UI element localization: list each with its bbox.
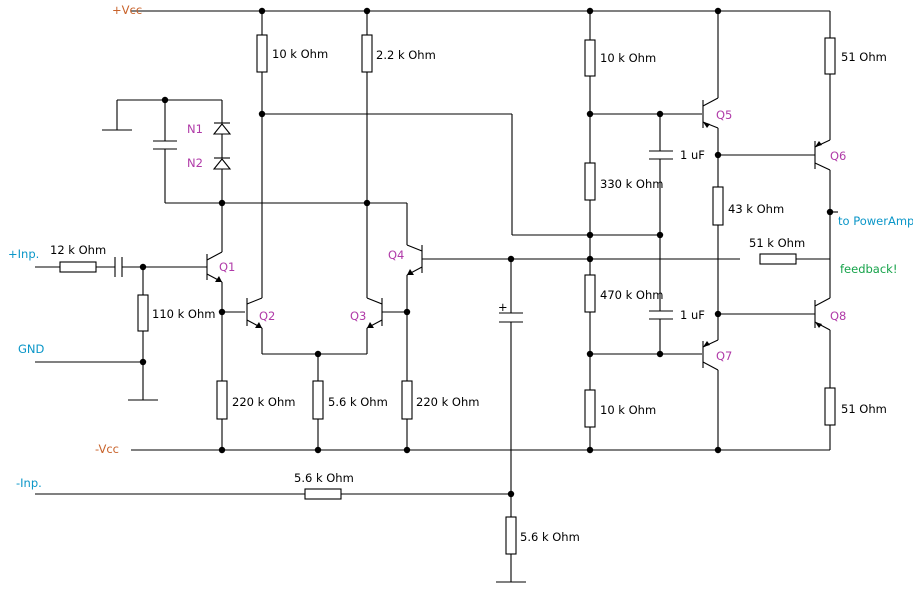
- q5-label: Q5: [716, 108, 732, 122]
- q6-label: Q6: [830, 149, 846, 163]
- q4-wiring: [406, 203, 830, 450]
- q1-emitter-resistor-label: 220 k Ohm: [232, 395, 295, 409]
- q1-emitter-resistor: [216, 380, 228, 420]
- divider-resistor-top: [584, 39, 596, 77]
- capacitor-top-label: 1 uF: [680, 148, 705, 162]
- vcc-pos-label: +Vcc: [112, 3, 142, 17]
- q5-q7-resistor-label: 43 k Ohm: [728, 202, 784, 216]
- vcc-neg-label: -Vcc: [95, 442, 119, 456]
- tail-resistor: [312, 380, 324, 420]
- tail-wiring: [262, 311, 407, 450]
- transistor-q8: [814, 297, 831, 331]
- input-capacitor: [114, 257, 123, 277]
- transistor-q3: [366, 297, 383, 354]
- bias-resistor-110k: [137, 294, 149, 332]
- feedback-resistor-label: 51 k Ohm: [749, 236, 805, 250]
- divider-resistor-bottom: [584, 389, 596, 428]
- gnd-resistor: [505, 516, 517, 555]
- output-resistor-top: [824, 37, 836, 75]
- electrolytic-plus-label: +: [498, 300, 508, 314]
- transistor-q7: [702, 339, 719, 371]
- bias-resistor-label: 110 k Ohm: [152, 307, 215, 321]
- transistor-q4: [406, 244, 423, 276]
- feedback-label: feedback!: [840, 262, 897, 276]
- inp-neg-resistor-label: 5.6 k Ohm: [294, 471, 354, 485]
- divider-resistor-330k-label: 330 k Ohm: [600, 177, 663, 191]
- divider-resistor-top-label: 10 k Ohm: [600, 51, 656, 65]
- q4-label: Q4: [388, 248, 404, 262]
- q8-label: Q8: [830, 309, 846, 323]
- diode-cap-wiring: [102, 99, 407, 252]
- divider-resistor-470k: [584, 274, 596, 313]
- divider-wiring: [589, 11, 702, 450]
- gnd-resistor-label: 5.6 k Ohm: [520, 530, 580, 544]
- inp-neg-resistor: [304, 488, 342, 500]
- electrolytic-capacitor: [499, 312, 523, 323]
- divider-resistor-330k: [584, 162, 596, 201]
- inp-neg-label: -Inp.: [16, 476, 42, 490]
- junction-dots: [139, 7, 834, 498]
- diode-n1: [212, 122, 232, 135]
- q2-collector-resistor-label: 10 k Ohm: [272, 47, 328, 61]
- output-resistor-top-label: 51 Ohm: [841, 50, 887, 64]
- q1-label: Q1: [219, 260, 235, 274]
- capacitor-top: [649, 150, 673, 160]
- output-resistor-bottom-label: 51 Ohm: [841, 402, 887, 416]
- output-resistor-bottom: [824, 387, 836, 426]
- diode-n2-label: N2: [187, 156, 203, 170]
- q5-q7-resistor-43k: [712, 186, 724, 226]
- q3-collector-resistor: [361, 34, 373, 73]
- input-resistor-label: 12 k Ohm: [50, 243, 106, 257]
- capacitor-bottom: [649, 310, 673, 320]
- inp-pos-label: +Inp.: [8, 247, 39, 261]
- divider-resistor-470k-label: 470 k Ohm: [600, 288, 663, 302]
- gnd-label: GND: [18, 342, 45, 356]
- feedback-resistor: [759, 253, 797, 265]
- q4-emitter-resistor-label: 220 k Ohm: [416, 395, 479, 409]
- diode-n1-label: N1: [187, 122, 203, 136]
- q5-q7-wiring: [717, 11, 815, 450]
- q2-collector-wiring: [261, 11, 660, 298]
- tail-resistor-label: 5.6 k Ohm: [328, 395, 388, 409]
- input-resistor-12k: [59, 261, 97, 273]
- to-poweramp-label: to PowerAmp: [838, 214, 913, 228]
- divider-resistor-bottom-label: 10 k Ohm: [600, 403, 656, 417]
- q4-emitter-resistor: [401, 380, 413, 420]
- diode-n2: [212, 157, 232, 170]
- transistor-q1: [206, 251, 223, 283]
- q3-label: Q3: [350, 309, 366, 323]
- q1-emitter-wiring: [221, 282, 245, 450]
- q3-collector-resistor-label: 2.2 k Ohm: [376, 48, 436, 62]
- q2-label: Q2: [259, 309, 275, 323]
- input-wiring: [35, 266, 207, 401]
- transistor-q5: [702, 97, 719, 129]
- electrolytic-wiring: [35, 259, 526, 583]
- q2-collector-resistor: [256, 34, 268, 73]
- transistor-q6: [814, 139, 831, 171]
- coupling-capacitor-small: [153, 140, 177, 150]
- q7-label: Q7: [716, 349, 732, 363]
- transistor-q2: [246, 297, 263, 354]
- capacitor-bottom-label: 1 uF: [680, 308, 705, 322]
